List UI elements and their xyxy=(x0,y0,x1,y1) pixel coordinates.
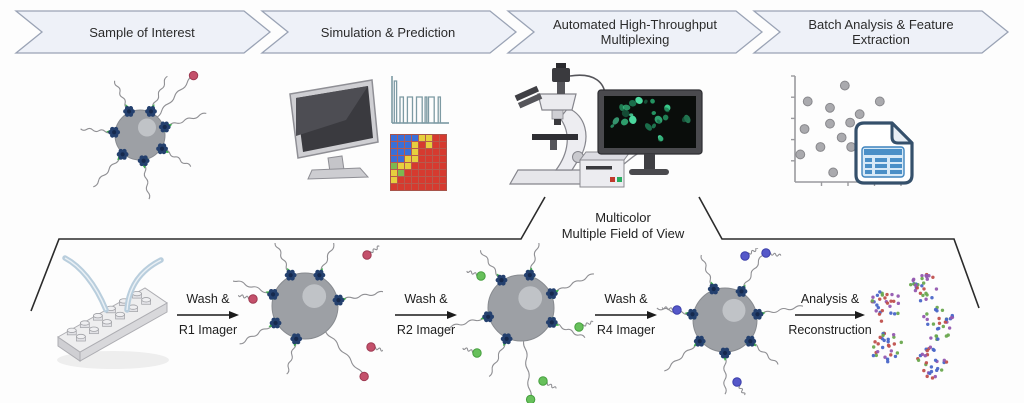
chevron-step-2 xyxy=(260,10,518,54)
microscope-head xyxy=(537,93,577,111)
computer-monitor-icon xyxy=(289,79,379,180)
chevron-step-4 xyxy=(752,10,1010,54)
banner-step-1-label: Sample of Interest xyxy=(89,24,195,40)
chevron-step-3 xyxy=(506,10,764,54)
chevron-step-1 xyxy=(14,10,272,54)
banner-step-2-label: Simulation & Prediction xyxy=(320,24,456,40)
workflow-step-3: Wash & R4 Imager xyxy=(594,292,658,337)
arrow-right-icon xyxy=(795,311,865,319)
microscope-setup-icon xyxy=(508,63,703,188)
bead-r2-icon xyxy=(448,243,595,403)
banner-step-3-label: Automated High-Throughput Multiplexing xyxy=(552,17,718,47)
sample-bead-icon xyxy=(80,70,207,200)
expansion-label-line2: Multiple Field of View xyxy=(561,226,685,241)
workflow-step-1: Wash & R1 Imager xyxy=(176,292,240,337)
process-banner xyxy=(14,10,1010,54)
flow-cell-icon xyxy=(57,255,169,369)
reconstructed-clusters-icon xyxy=(870,272,955,380)
camera xyxy=(552,68,570,82)
inlet-tubes xyxy=(62,255,164,313)
controller-red-button xyxy=(610,177,615,182)
bead-r1-icon xyxy=(233,243,383,382)
step-3-label-top: Wash & xyxy=(604,292,648,306)
controller-green-button xyxy=(617,177,622,182)
microscope-stage xyxy=(532,134,578,140)
fluorescent-cells xyxy=(610,96,691,142)
step-2-label-top: Wash & xyxy=(404,292,448,306)
arrow-right-icon xyxy=(395,311,457,319)
step-4-label-bottom: Reconstruction xyxy=(788,323,872,337)
bead-r4-icon xyxy=(656,248,803,396)
eyepiece xyxy=(514,85,540,102)
binary-signal-plot-icon xyxy=(391,76,449,124)
spreadsheet-icon xyxy=(854,121,914,185)
workflow-step-2: Wash & R2 Imager xyxy=(394,292,458,337)
step-1-label-bottom: R1 Imager xyxy=(178,323,238,337)
arrow-right-icon xyxy=(595,311,657,319)
workflow-step-4: Analysis & Reconstruction xyxy=(786,292,874,337)
expansion-label: Multicolor Multiple Field of View xyxy=(538,210,708,242)
step-2-label-bottom: R2 Imager xyxy=(396,323,456,337)
expansion-label-line1: Multicolor xyxy=(595,210,651,225)
simulation-heatmap-icon xyxy=(390,134,447,191)
step-3-label-bottom: R4 Imager xyxy=(596,323,656,337)
banner-step-4-label: Batch Analysis & Feature Extraction xyxy=(808,17,954,47)
step-4-label-top: Analysis & xyxy=(800,292,860,306)
arrow-right-icon xyxy=(177,311,239,319)
controller-box xyxy=(579,159,625,188)
step-1-label-top: Wash & xyxy=(186,292,230,306)
